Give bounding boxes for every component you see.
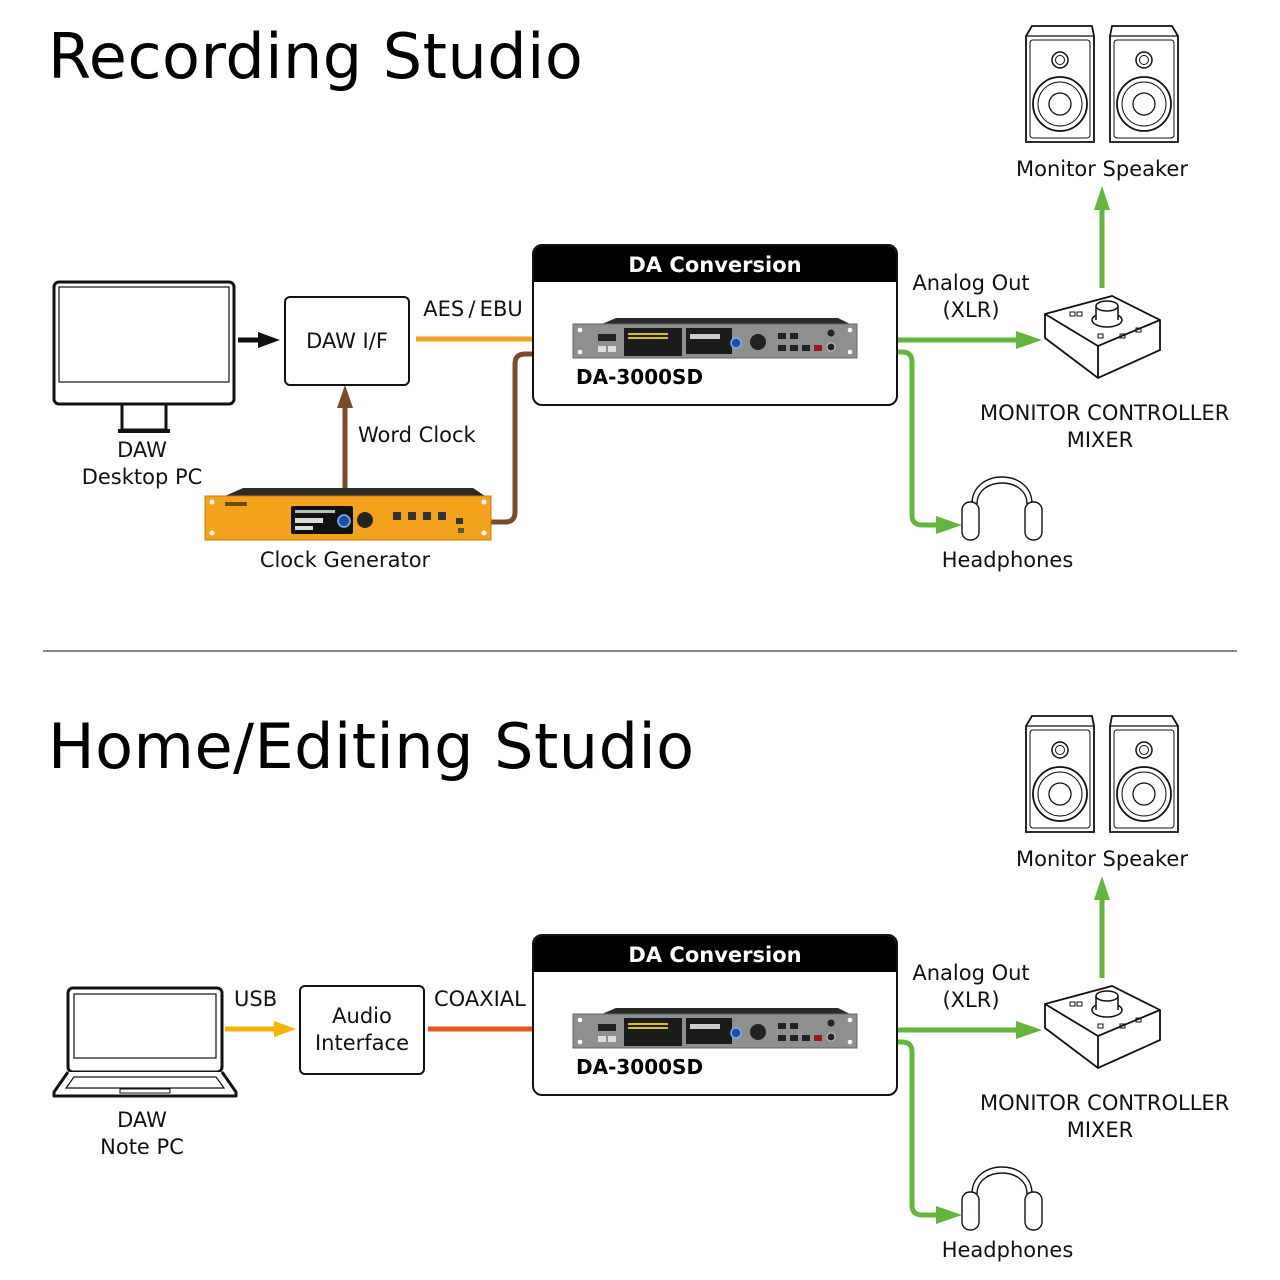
- section-title-home-editing: Home/Editing Studio: [48, 710, 695, 783]
- monitor-controller-label-line1: MONITOR CONTROLLER: [980, 401, 1230, 425]
- desktop-pc-label-line2: Desktop PC: [81, 465, 203, 489]
- monitor-controller-label-line2: MIXER: [1066, 428, 1134, 452]
- da-3000sd-model-label-2: DA-3000SD: [576, 1055, 704, 1079]
- audio-interface-label-line1: Audio: [332, 1004, 392, 1028]
- arrow-pc-to-dawif: [238, 332, 280, 348]
- monitor-controller-icon-2: [1044, 985, 1161, 1070]
- monitor-speaker-label-2: Monitor Speaker: [1016, 847, 1188, 871]
- monitor-controller-label-2-line1: MONITOR CONTROLLER: [980, 1091, 1230, 1115]
- arrow-controller-to-speakers-2: [1094, 876, 1110, 978]
- usb-label: USB: [234, 987, 278, 1011]
- analog-out-label-2-line1: Analog Out: [912, 961, 1030, 985]
- desktop-pc-label-line1: DAW: [117, 438, 167, 462]
- headphones-icon-2: [961, 1166, 1043, 1231]
- daw-if-box: DAW I/F: [284, 296, 410, 386]
- da-conversion-header: DA Conversion: [534, 246, 896, 282]
- monitor-speaker-label: Monitor Speaker: [1016, 157, 1188, 181]
- clock-generator-label: Clock Generator: [259, 548, 431, 572]
- note-pc-label-line1: DAW: [117, 1108, 167, 1132]
- aes-ebu-label: AES / EBU: [423, 297, 523, 321]
- arrow-usb: [225, 1021, 296, 1037]
- audio-interface-label-line2: Interface: [314, 1031, 410, 1055]
- arrow-word-clock-to-dawif: [337, 385, 353, 492]
- da-3000sd-rack-icon-2: [572, 1008, 858, 1049]
- monitor-controller-label: MONITOR CONTROLLER MIXER: [980, 400, 1230, 454]
- word-clock-label: Word Clock: [358, 423, 476, 447]
- coaxial-label: COAXIAL: [434, 987, 526, 1011]
- da-3000sd-model-label: DA-3000SD: [576, 365, 704, 389]
- analog-out-label-line1: Analog Out: [912, 271, 1030, 295]
- section-title-recording: Recording Studio: [48, 20, 584, 93]
- desktop-pc-label: DAW Desktop PC: [62, 437, 222, 491]
- daw-if-label: DAW I/F: [306, 328, 388, 353]
- arrow-analog-to-headphones-2: [856, 1039, 962, 1224]
- clock-generator-rack-icon: [204, 488, 492, 541]
- da-3000sd-rack-icon: [572, 318, 858, 359]
- headphones-icon: [961, 476, 1043, 541]
- headphones-label-2: Headphones: [941, 1238, 1074, 1262]
- monitor-controller-label-2-line2: MIXER: [1066, 1118, 1134, 1142]
- note-pc-label: DAW Note PC: [62, 1107, 222, 1161]
- analog-out-label-2: Analog Out (XLR): [906, 960, 1036, 1014]
- audio-interface-box: Audio Interface: [299, 985, 425, 1075]
- monitor-speakers-icon-2: [1025, 715, 1179, 833]
- desktop-monitor-icon: [52, 280, 236, 433]
- da-conversion-header-2: DA Conversion: [534, 936, 896, 972]
- monitor-speakers-icon: [1025, 25, 1179, 143]
- note-pc-label-line2: Note PC: [100, 1135, 184, 1159]
- arrow-controller-to-speakers: [1094, 186, 1110, 288]
- connections-home-editing: [225, 876, 1110, 1224]
- section-divider: [43, 650, 1237, 652]
- analog-out-label-2-line2: (XLR): [942, 988, 1000, 1012]
- monitor-controller-label-2: MONITOR CONTROLLER MIXER: [980, 1090, 1230, 1144]
- arrow-analog-to-headphones: [856, 349, 962, 534]
- monitor-controller-icon: [1044, 295, 1161, 380]
- headphones-label: Headphones: [941, 548, 1074, 572]
- laptop-icon: [52, 986, 238, 1098]
- analog-out-label: Analog Out (XLR): [906, 270, 1036, 324]
- analog-out-label-line2: (XLR): [942, 298, 1000, 322]
